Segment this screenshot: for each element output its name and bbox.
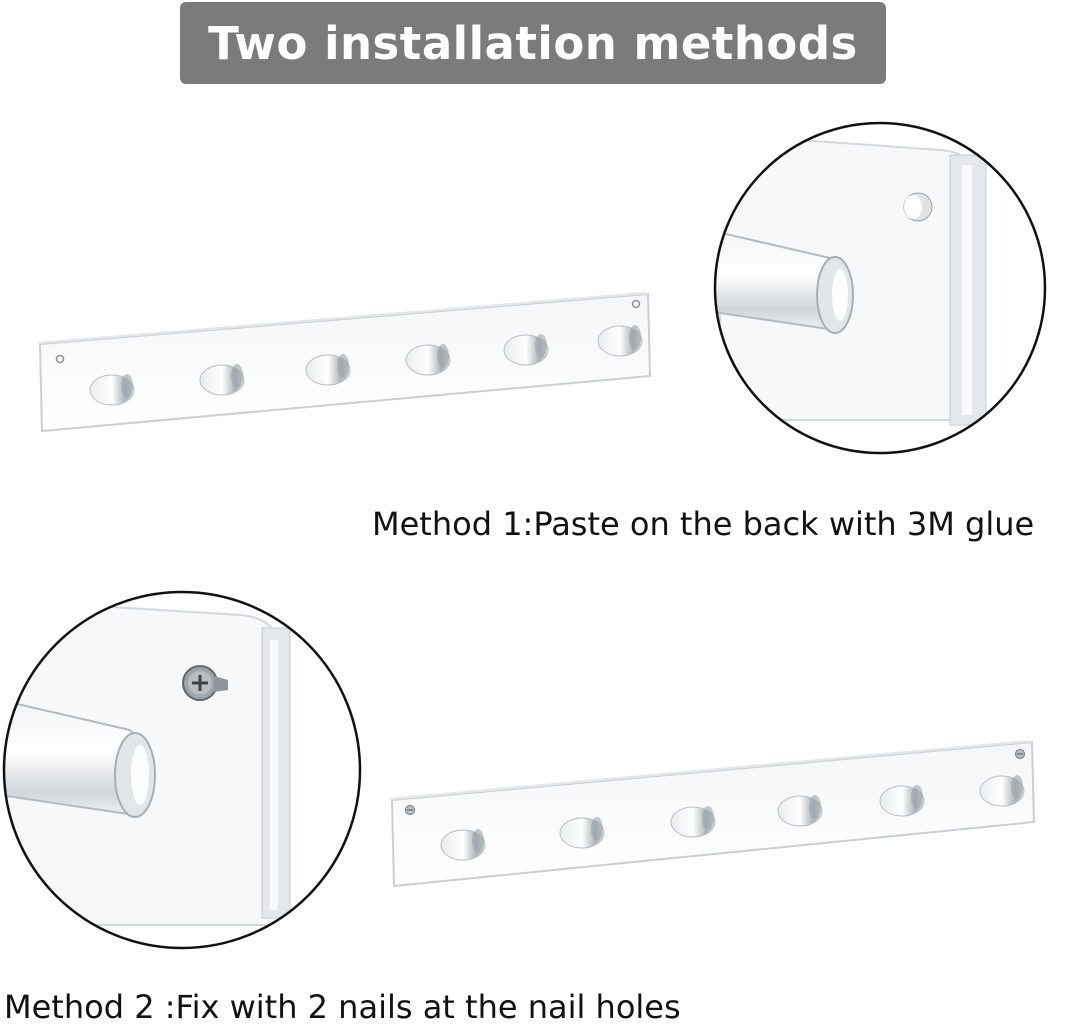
peg — [597, 325, 643, 357]
nail-hole — [631, 299, 641, 309]
peg — [777, 795, 823, 827]
zoom-circle-method-2 — [2, 590, 362, 950]
rack-method-2 — [388, 740, 1036, 888]
rack-method-1 — [36, 292, 652, 433]
nail-hole — [55, 354, 65, 364]
nail-icon — [1015, 749, 1025, 759]
peg — [670, 806, 716, 838]
peg — [89, 374, 135, 406]
peg — [979, 775, 1025, 807]
peg — [440, 829, 486, 861]
zoom-circle-method-1 — [713, 121, 1047, 455]
method-1-caption: Method 1:Paste on the back with 3M glue — [372, 505, 1035, 543]
peg — [305, 354, 351, 386]
screw-icon — [182, 665, 228, 701]
peg — [503, 334, 549, 366]
method-2-caption: Method 2 :Fix with 2 nails at the nail h… — [4, 988, 681, 1025]
page-title: Two installation methods — [208, 16, 858, 70]
peg — [879, 785, 925, 817]
title-banner: Two installation methods — [180, 2, 886, 84]
peg — [405, 344, 451, 376]
nail-icon — [405, 805, 415, 815]
peg — [559, 817, 605, 849]
peg — [199, 364, 245, 396]
